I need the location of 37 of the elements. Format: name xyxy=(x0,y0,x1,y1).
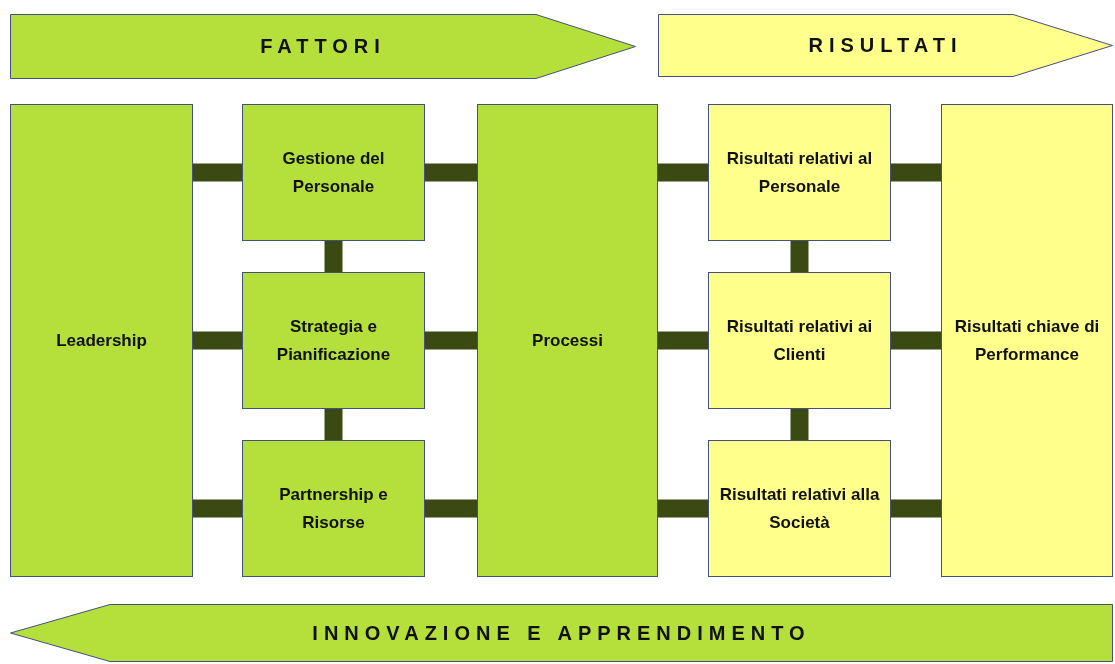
connector xyxy=(324,409,343,440)
model-box xyxy=(242,104,425,241)
connector xyxy=(790,241,809,272)
connector xyxy=(658,163,708,182)
box-label: Risultati relativi alla Società xyxy=(719,484,880,534)
connector xyxy=(425,499,477,518)
band-label: FATTORI xyxy=(260,35,386,58)
box-label: Strategia e Pianificazione xyxy=(275,316,392,366)
band-label: RISULTATI xyxy=(808,34,963,57)
box-label: Risultati relativi ai Clienti xyxy=(725,316,874,366)
model-box xyxy=(10,104,193,577)
box-label: Processi xyxy=(532,329,603,352)
box-label: Risultati relativi al Personale xyxy=(725,148,874,198)
connector xyxy=(425,163,477,182)
connector xyxy=(658,331,708,350)
connector xyxy=(193,331,242,350)
model-box xyxy=(708,104,891,241)
model-box xyxy=(708,440,891,577)
connector xyxy=(891,163,941,182)
box-label: Partnership e Risorse xyxy=(278,484,389,534)
model-box xyxy=(477,104,658,577)
connector xyxy=(324,241,343,272)
box-label: Risultati chiave di Performance xyxy=(953,316,1101,366)
connector xyxy=(790,409,809,440)
model-box xyxy=(708,272,891,409)
connector xyxy=(425,331,477,350)
connector xyxy=(193,163,242,182)
band-label: INNOVAZIONE E APPRENDIMENTO xyxy=(312,621,811,645)
connector xyxy=(891,331,941,350)
connector xyxy=(658,499,708,518)
box-label: Leadership xyxy=(56,329,147,352)
connector xyxy=(193,499,242,518)
connector xyxy=(891,499,941,518)
model-box xyxy=(242,440,425,577)
box-label: Gestione del Personale xyxy=(281,148,386,198)
model-box xyxy=(941,104,1113,577)
model-box xyxy=(242,272,425,409)
